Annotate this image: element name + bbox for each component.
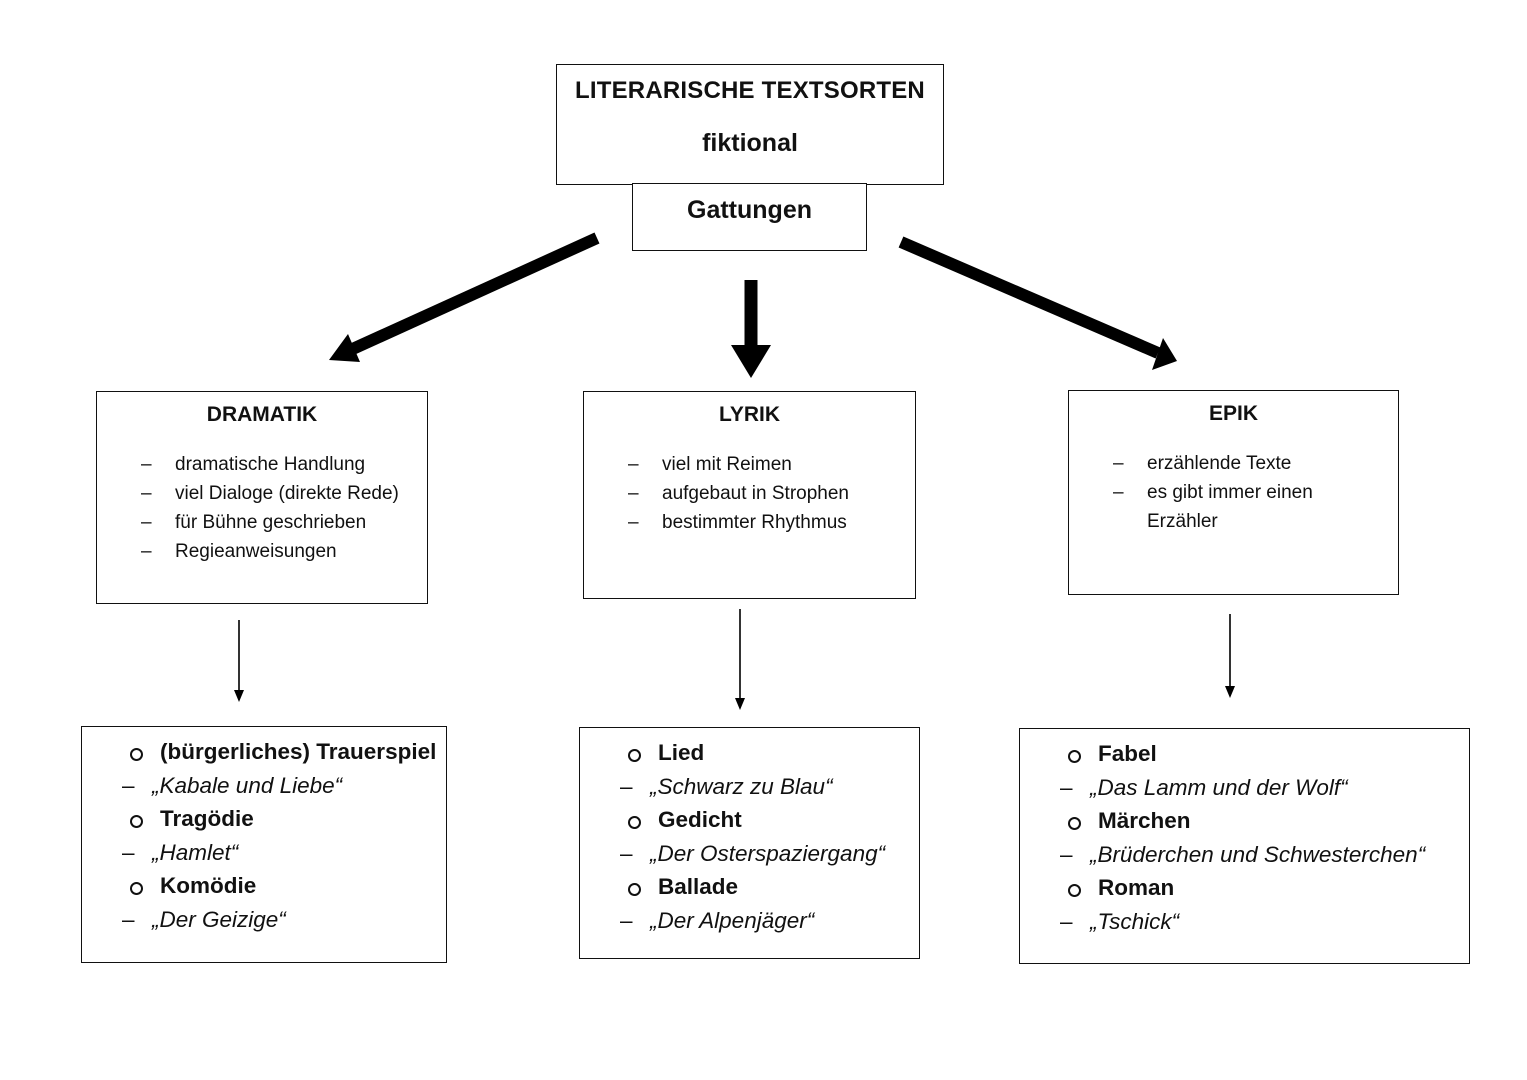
example-list: Fabel „Das Lamm und der Wolf“ Märchen „B…: [1020, 737, 1469, 938]
example-category: (bürgerliches) Trauerspiel: [82, 735, 446, 769]
feature-item: erzählende Texte: [1069, 449, 1359, 478]
example-category: Märchen: [1020, 804, 1469, 838]
example-work: „Der Osterspaziergang“: [580, 837, 919, 871]
thick-arrow-left: [329, 232, 600, 362]
example-work: „Kabale und Liebe“: [82, 769, 446, 803]
feature-item: dramatische Handlung: [97, 450, 427, 479]
thick-arrow-right: [898, 236, 1177, 370]
feature-list: viel mit Reimen aufgebaut in Strophen be…: [584, 450, 915, 537]
example-category: Komödie: [82, 869, 446, 903]
example-category: Gedicht: [580, 803, 919, 837]
example-work: „Hamlet“: [82, 836, 446, 870]
example-category: Lied: [580, 736, 919, 770]
example-work: „Brüderchen und Schwesterchen“: [1020, 838, 1469, 872]
genre-box-lyrik: LYRIK viel mit Reimen aufgebaut in Strop…: [583, 391, 916, 599]
title-box: LITERARISCHE TEXTSORTEN fiktional: [556, 64, 944, 185]
example-work: „Schwarz zu Blau“: [580, 770, 919, 804]
thin-arrow-dramatik: [234, 620, 244, 702]
feature-item: aufgebaut in Strophen: [584, 479, 915, 508]
example-work: „Der Alpenjäger“: [580, 904, 919, 938]
genre-box-epik: EPIK erzählende Texte es gibt immer eine…: [1068, 390, 1399, 595]
examples-box-dramatik: (bürgerliches) Trauerspiel „Kabale und L…: [81, 726, 447, 963]
example-list: (bürgerliches) Trauerspiel „Kabale und L…: [82, 735, 446, 936]
examples-box-epik: Fabel „Das Lamm und der Wolf“ Märchen „B…: [1019, 728, 1470, 964]
feature-item: bestimmter Rhythmus: [584, 508, 915, 537]
feature-list: erzählende Texte es gibt immer einen Erz…: [1069, 449, 1359, 536]
feature-list: dramatische Handlung viel Dialoge (direk…: [97, 450, 427, 566]
feature-item: es gibt immer einen Erzähler: [1069, 478, 1347, 536]
example-work: „Der Geizige“: [82, 903, 446, 937]
diagram-title: LITERARISCHE TEXTSORTEN: [575, 77, 925, 104]
feature-item: für Bühne geschrieben: [97, 508, 427, 537]
example-work: „Tschick“: [1020, 905, 1469, 939]
example-category: Ballade: [580, 870, 919, 904]
example-category: Roman: [1020, 871, 1469, 905]
gattungen-label: Gattungen: [687, 196, 812, 224]
thick-arrow-center: [731, 280, 771, 378]
diagram-subtitle: fiktional: [702, 129, 798, 157]
examples-box-lyrik: Lied „Schwarz zu Blau“ Gedicht „Der Oste…: [579, 727, 920, 959]
genre-heading: EPIK: [1208, 402, 1258, 425]
gattungen-box: Gattungen: [632, 183, 867, 251]
feature-item: viel mit Reimen: [584, 450, 915, 479]
thin-arrow-epik: [1225, 614, 1235, 698]
genre-heading: DRAMATIK: [206, 403, 318, 426]
genre-box-dramatik: DRAMATIK dramatische Handlung viel Dialo…: [96, 391, 428, 604]
example-category: Tragödie: [82, 802, 446, 836]
thin-arrow-lyrik: [735, 609, 745, 710]
example-category: Fabel: [1020, 737, 1469, 771]
feature-item: Regieanweisungen: [97, 537, 427, 566]
genre-heading: LYRIK: [718, 403, 781, 426]
example-work: „Das Lamm und der Wolf“: [1020, 771, 1469, 805]
feature-item: viel Dialoge (direkte Rede): [97, 479, 427, 508]
example-list: Lied „Schwarz zu Blau“ Gedicht „Der Oste…: [580, 736, 919, 937]
